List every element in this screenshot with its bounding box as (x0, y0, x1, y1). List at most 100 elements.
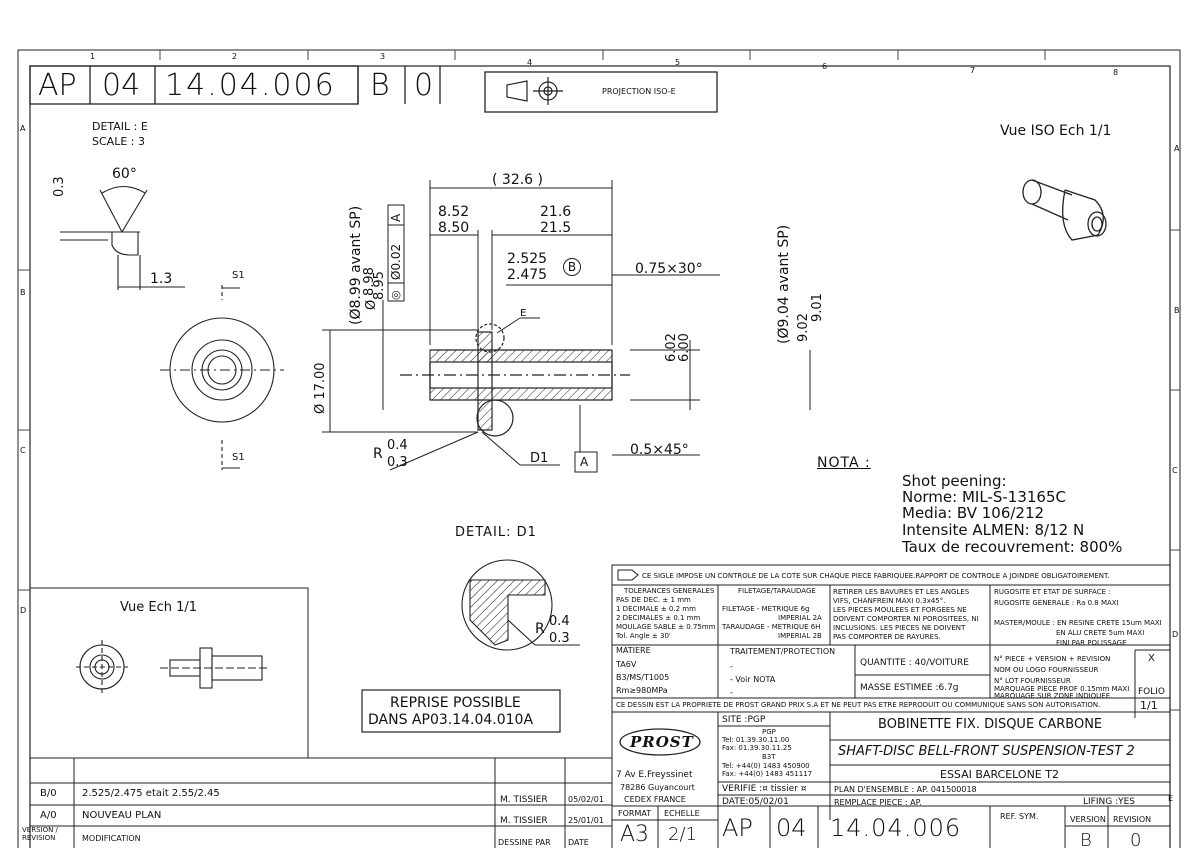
piece-row-1: N° PIECE + VERSION + REVISION (994, 655, 1111, 663)
chamfer-top: 0.75×30° (635, 261, 703, 277)
header-04: 04 (102, 68, 141, 103)
tolerance-datum: A (389, 213, 403, 222)
quantite: QUANTITE : 40/VOITURE (860, 658, 969, 668)
dim-215: 21.5 (540, 220, 572, 236)
rev-b-text: 2.525/2.475 etait 2.55/2.45 (82, 788, 220, 799)
rugosite-title: RUGOSITE ET ETAT DE SURFACE : (994, 588, 1111, 596)
grid-row-b: B (20, 288, 26, 297)
nota-line-4: Intensite ALMEN: 8/12 N (902, 521, 1085, 539)
site-line-3: Fax: 01.39.30.11.25 (722, 744, 792, 752)
datum-a: A (580, 455, 589, 469)
radius-04: 0.4 (387, 438, 408, 453)
dim-902: 9.02 (796, 313, 811, 342)
drawing-title-3: ESSAI BARCELONE T2 (940, 768, 1059, 781)
nota-line-5: Taux de recouvrement: 800% (902, 538, 1123, 556)
dim-901: 9.01 (810, 293, 825, 322)
vue-iso-title: Vue ISO Ech 1/1 (1000, 123, 1112, 139)
address-line-2: 78286 Guyancourt (620, 783, 695, 792)
dim-2525: 2.525 (507, 251, 548, 267)
section-s1-bottom: S1 (232, 452, 245, 463)
dim-899-before-sp: (Ø8.99 avant SP) (348, 205, 364, 325)
rev-a-date: 25/01/01 (568, 816, 604, 825)
dim-850: 8.50 (438, 220, 470, 236)
dim-852: 8.52 (438, 204, 470, 220)
ref-b-circle: B (563, 258, 581, 276)
rev-header-by: DESSINE PAR (498, 838, 551, 847)
drawing-title-2: SHAFT-DISC BELL-FRONT SUSPENSION-TEST 2 (838, 744, 1135, 759)
grid-row-c: C (20, 446, 26, 455)
dim-2475: 2.475 (507, 267, 548, 283)
format-label: FORMAT (618, 809, 652, 818)
tolerance-concentricity-icon: ◎ (389, 290, 402, 300)
matiere-title: MATIERE (616, 646, 651, 655)
footer-04: 04 (776, 814, 807, 842)
grid-row-d-right: D (1172, 630, 1179, 639)
vue-ech-title: Vue Ech 1/1 (120, 600, 198, 615)
footer-ap: AP (722, 814, 753, 842)
dim-phi: Ø (364, 299, 379, 310)
grid-col-7: 7 (970, 66, 976, 75)
header-revision: 0 (414, 68, 434, 103)
dim-overall: ( 32.6 ) (492, 172, 543, 188)
tolerance-value: Ø0.02 (389, 243, 403, 280)
matiere-3: Rm≥980MPa (616, 686, 668, 695)
rev-b-date: 05/02/01 (568, 795, 604, 804)
rev-a-id: A/0 (40, 810, 57, 821)
footer-part-number: 14.04.006 (830, 814, 962, 842)
propriete-notice: CE DESSIN EST LA PROPRIETE DE PROST GRAN… (616, 701, 1101, 709)
traitement-title: TRAITEMENT/PROTECTION (730, 647, 836, 656)
grid-row-b-right: B (1174, 306, 1180, 315)
site-label: SITE :PGP (722, 715, 766, 725)
site-line-1: PGP (762, 728, 776, 736)
filetage-row-2: IMPERIAL 2A (778, 614, 822, 622)
bavures-row-3: LES PIECES MOULEES ET FORGEES NE (833, 606, 967, 614)
grid-row-a: A (20, 124, 26, 133)
revision-label: REVISION (1113, 815, 1152, 824)
filetage-row-4: IMPERIAL 2B (778, 632, 822, 640)
remplace-piece: REMPLACE PIECE : AP. (834, 798, 922, 807)
nota-line-2: Norme: MIL-S-13165C (902, 488, 1066, 506)
tolerance-row-1: PAS DE DEC. ± 1 mm (616, 596, 691, 604)
detail-d1-r04: 0.4 (549, 614, 570, 629)
nota-line-1: Shot peening: (902, 472, 1007, 490)
marking-x: X (1148, 653, 1155, 664)
echelle-label: ECHELLE (664, 809, 700, 818)
detail-d1-title: DETAIL: D1 (455, 525, 537, 540)
header-part-number: 14.04.006 (165, 68, 336, 103)
revision-value: 0 (1130, 830, 1142, 851)
plan-ensemble: PLAN D'ENSEMBLE : AP. 041500018 (834, 785, 977, 794)
site-line-2: Tel: 01.39.30.11.00 (722, 736, 790, 744)
site-line-4: B3T (762, 753, 776, 761)
detail-e-angle: 60° (112, 166, 137, 182)
projection-label: PROJECTION ISO-E (602, 87, 676, 96)
nota-title: NOTA : (817, 455, 871, 471)
tolerances-title: TOLERANCES GENERALES (624, 587, 715, 595)
dim-895: 8.95 (372, 271, 387, 300)
date-field: DATE:05/02/01 (722, 797, 789, 807)
site-line-5: Tel: +44(0) 1483 450900 (722, 762, 810, 770)
grid-col-8: 8 (1113, 68, 1119, 77)
sigle-text: CE SIGLE IMPOSE UN CONTROLE DE LA COTE S… (642, 572, 1110, 580)
address-line-3: CEDEX FRANCE (624, 795, 686, 804)
reprise-line-1: REPRISE POSSIBLE (390, 695, 521, 711)
rev-header-version: VERSION / REVISION (22, 826, 58, 842)
dim-17: Ø 17.00 (313, 362, 328, 414)
grid-col-3: 3 (380, 52, 386, 61)
grid-col-2: 2 (232, 52, 238, 61)
dim-600: 6.00 (677, 333, 692, 362)
rugosite-generale: RUGOSITE GENERALE : Ra 0.8 MAXI (994, 599, 1119, 607)
address-line-1: 7 Av E.Freyssinet (616, 770, 693, 780)
detail-e-dim-03: 0.3 (52, 176, 67, 197)
tolerance-row-5: Tol. Angle ± 30' (616, 632, 671, 640)
drawing-title-1: BOBINETTE FIX. DISQUE CARBONE (878, 717, 1103, 732)
bavures-row-4: DOIVENT COMPORTER NI POROSITEES, NI (833, 615, 979, 623)
detail-e-dim-13: 1.3 (150, 271, 173, 287)
grid-col-1: 1 (90, 52, 96, 61)
header-version: B (370, 68, 390, 103)
matiere-1: TA6V (616, 660, 637, 669)
tolerance-row-2: 1 DECIMALE ± 0.2 mm (616, 605, 696, 613)
alu-crete: EN ALU CRETE 5um MAXI (1056, 629, 1145, 637)
detail-d1-r03: 0.3 (549, 631, 570, 646)
traitement-1: - (730, 662, 733, 671)
